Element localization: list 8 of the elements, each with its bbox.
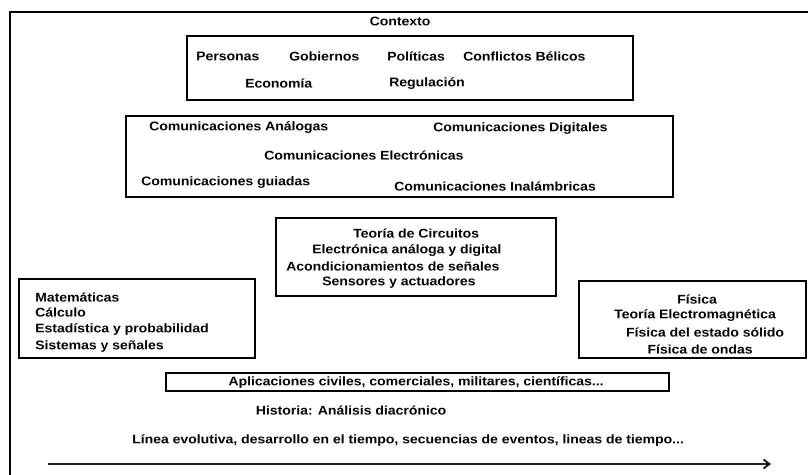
topic-box: Física Teoría Electromagnética Física del estado sólido Física de ondas: [578, 280, 807, 359]
caption-text: Línea evolutiva, desarrollo en el tiempo, secuencias de eventos, lineas de tiempo...: [133, 434, 683, 446]
caption-text: Historia: Análisis diacrónico: [256, 405, 446, 415]
topic-box: Matemáticas Cálculo Estadística y probabilidad Sistemas y señales: [18, 278, 256, 359]
topic-box: Teoría de Circuitos Electrónica análoga y digital Acondicionamientos de señales Sensores y actuadores: [275, 217, 557, 297]
topic-box: Personas Gobiernos Políticas Conflictos Bélicos Economía Regulación: [186, 35, 634, 101]
applications-box: Aplicaciones civiles, comerciales, militares, científicas...: [165, 372, 670, 392]
topic-box: Comunicaciones Análogas Comunicaciones Digitales Comunicaciones Electrónicas Comunicaciones guiadas Comunicaciones Inalámbricas: [125, 115, 674, 198]
